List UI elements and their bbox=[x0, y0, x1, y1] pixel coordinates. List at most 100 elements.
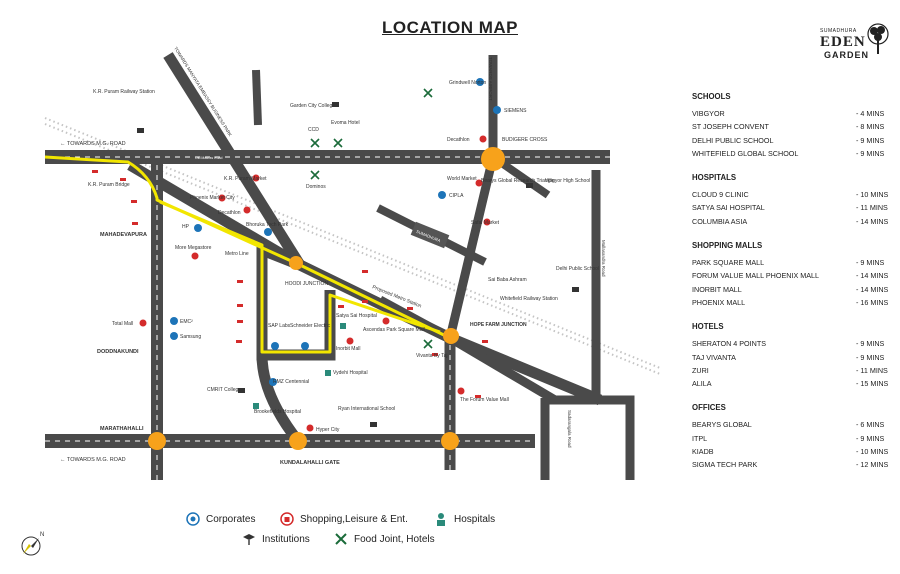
food-icon bbox=[423, 339, 433, 349]
label-forum: The Forum Value Mall bbox=[460, 397, 509, 403]
place-name: PARK SQUARE MALL bbox=[692, 258, 765, 268]
label-inorbit: Inorbit Mall bbox=[336, 346, 360, 352]
travel-time: - 6 MINS bbox=[856, 420, 885, 430]
poi-institutions bbox=[137, 102, 579, 427]
travel-time: - 9 MINS bbox=[856, 258, 885, 268]
label-vibgyor: Vibgyor High School bbox=[545, 178, 590, 184]
label-siemens: SIEMENS bbox=[504, 108, 527, 114]
legend-food: Food Joint, Hotels bbox=[334, 532, 435, 546]
legend-shopping-label: Shopping,Leisure & Ent. bbox=[300, 513, 408, 525]
label-hp: HP bbox=[182, 224, 190, 230]
list-item: ST JOSEPH CONVENT- 8 MINS bbox=[692, 120, 892, 133]
shopping-icon bbox=[252, 174, 260, 182]
place-name: SHERATON 4 POINTS bbox=[692, 339, 767, 349]
poi-food bbox=[310, 88, 433, 349]
legend-food-label: Food Joint, Hotels bbox=[354, 533, 435, 545]
list-item: PARK SQUARE MALL - 9 MINS bbox=[692, 256, 892, 269]
label-grindwell-norton: Grindwell Norton bbox=[449, 80, 486, 86]
fork-knife-icon bbox=[335, 533, 347, 545]
corporate-icon bbox=[493, 106, 501, 114]
place-name: ITPL bbox=[692, 433, 708, 443]
label-marathahalli: MARATHAHALLI bbox=[100, 426, 144, 432]
food-icon bbox=[333, 138, 343, 148]
shopping-icon bbox=[243, 206, 251, 214]
legend-institutions: Institutions bbox=[242, 532, 310, 546]
legend-corporates: Corporates bbox=[186, 512, 255, 526]
label-mallasandra: Mallasandra Road bbox=[601, 240, 606, 277]
corporate-icon bbox=[271, 342, 279, 350]
shopping-icon bbox=[479, 135, 487, 143]
institution-icon bbox=[137, 128, 144, 133]
label-ascendas: Ascendas Park Square Mall bbox=[363, 327, 425, 333]
label-kr-puram-station: K.R. Puram Railway Station bbox=[93, 89, 155, 95]
junction-forum bbox=[441, 432, 459, 450]
travel-time: - 9 MINS bbox=[856, 352, 885, 362]
corporate-icon bbox=[264, 228, 272, 236]
label-emc: EMC² bbox=[180, 319, 193, 325]
travel-time: - 4 MINS bbox=[856, 109, 885, 118]
section-title: SCHOOLS bbox=[692, 92, 731, 101]
label-sai-baba: Sai Baba Ashram bbox=[488, 277, 527, 283]
travel-time: - 9 MINS bbox=[856, 433, 885, 443]
institution-icon bbox=[332, 102, 339, 107]
label-evoma-hotel: Evoma Hotel bbox=[331, 120, 360, 126]
travel-time: - 11 MINS bbox=[856, 365, 888, 375]
label-towards-mg-road-top: ← TOWARDS M.G. ROAD bbox=[60, 141, 126, 147]
place-name: SIGMA TECH PARK bbox=[692, 460, 758, 470]
institution-icon bbox=[572, 287, 579, 292]
institution-icon bbox=[238, 388, 245, 393]
shopping-icon bbox=[475, 179, 483, 187]
label-world-market: World Market bbox=[447, 176, 477, 182]
label-kr-puram-bridge: K.R. Puram Bridge bbox=[88, 182, 130, 188]
travel-time: - 10 MINS bbox=[856, 447, 889, 457]
place-name: ZURI bbox=[692, 365, 709, 375]
shopping-icon bbox=[382, 317, 390, 325]
corporate-icon bbox=[170, 332, 178, 340]
label-bhoruka: Bhoruka Tech Park bbox=[246, 222, 289, 228]
tree-icon bbox=[867, 23, 889, 54]
travel-time: - 14 MINS bbox=[856, 284, 889, 294]
project-marker: SUMADHURA bbox=[410, 221, 450, 249]
label-towards-airport: TOWARDS AIRPORT bbox=[488, 57, 493, 101]
location-map: SUMADHURA bbox=[44, 46, 661, 480]
legend-institutions-label: Institutions bbox=[262, 533, 310, 545]
label-kundalahalli-gate: KUNDALAHALLI GATE bbox=[280, 460, 340, 466]
place-name: ST JOSEPH CONVENT bbox=[692, 122, 769, 132]
corporate-icon bbox=[186, 512, 200, 526]
list-item: ITPL - 9 MINS bbox=[692, 432, 892, 445]
label-vivanta: Vivanta By Taj bbox=[416, 353, 448, 359]
place-name: PHOENIX MALL bbox=[692, 297, 746, 307]
corporate-icon bbox=[438, 191, 446, 199]
label-mahadevapura: MAHADEVAPURA bbox=[100, 232, 147, 238]
shopping-icon bbox=[306, 424, 314, 432]
shopping-icon bbox=[457, 387, 465, 395]
label-phoenix-market-city: Phoenix Market City bbox=[190, 195, 235, 201]
list-item: SIGMA TECH PARK- 12 MINS bbox=[692, 458, 892, 471]
place-name: COLUMBIA ASIA bbox=[692, 216, 748, 226]
highlighted-route bbox=[44, 155, 451, 354]
place-name: BEARYS GLOBAL bbox=[692, 420, 752, 430]
section-title: HOSPITALS bbox=[692, 173, 737, 183]
logo-line1: SUMADHURA bbox=[820, 28, 857, 34]
junction-marathahalli bbox=[148, 432, 166, 450]
label-total-mall: Total Mall bbox=[112, 321, 133, 327]
travel-time: - 11 MINS bbox=[856, 203, 888, 213]
travel-time: - 9 MINS bbox=[856, 339, 885, 349]
place-name: DELHI PUBLIC SCHOOL bbox=[692, 135, 774, 145]
label-whitefield-station: Whitefield Railway Station bbox=[500, 296, 558, 302]
compass-north: N bbox=[40, 532, 44, 538]
travel-time: - 9 MINS bbox=[856, 148, 885, 158]
section-title: SHOPPING MALLS bbox=[692, 241, 763, 251]
label-doddanakundi: DODDNAKUNDI bbox=[97, 349, 139, 355]
list-item: KIADB- 10 MINS bbox=[692, 445, 892, 458]
legend-corporates-label: Corporates bbox=[206, 513, 256, 525]
place-name: SATYA SAI HOSPITAL bbox=[692, 203, 765, 213]
label-rmz: RMZ Centennial bbox=[273, 379, 309, 385]
label-dps: Delhi Public School bbox=[556, 266, 599, 272]
institution-icon bbox=[370, 422, 377, 427]
place-name: VIBGYOR bbox=[692, 109, 725, 118]
place-name: FORUM VALUE MALL PHOENIX MALL bbox=[692, 271, 820, 281]
compass-icon: N bbox=[21, 532, 44, 556]
list-item: FORUM VALUE MALL PHOENIX MALL- 14 MINS bbox=[692, 269, 892, 282]
